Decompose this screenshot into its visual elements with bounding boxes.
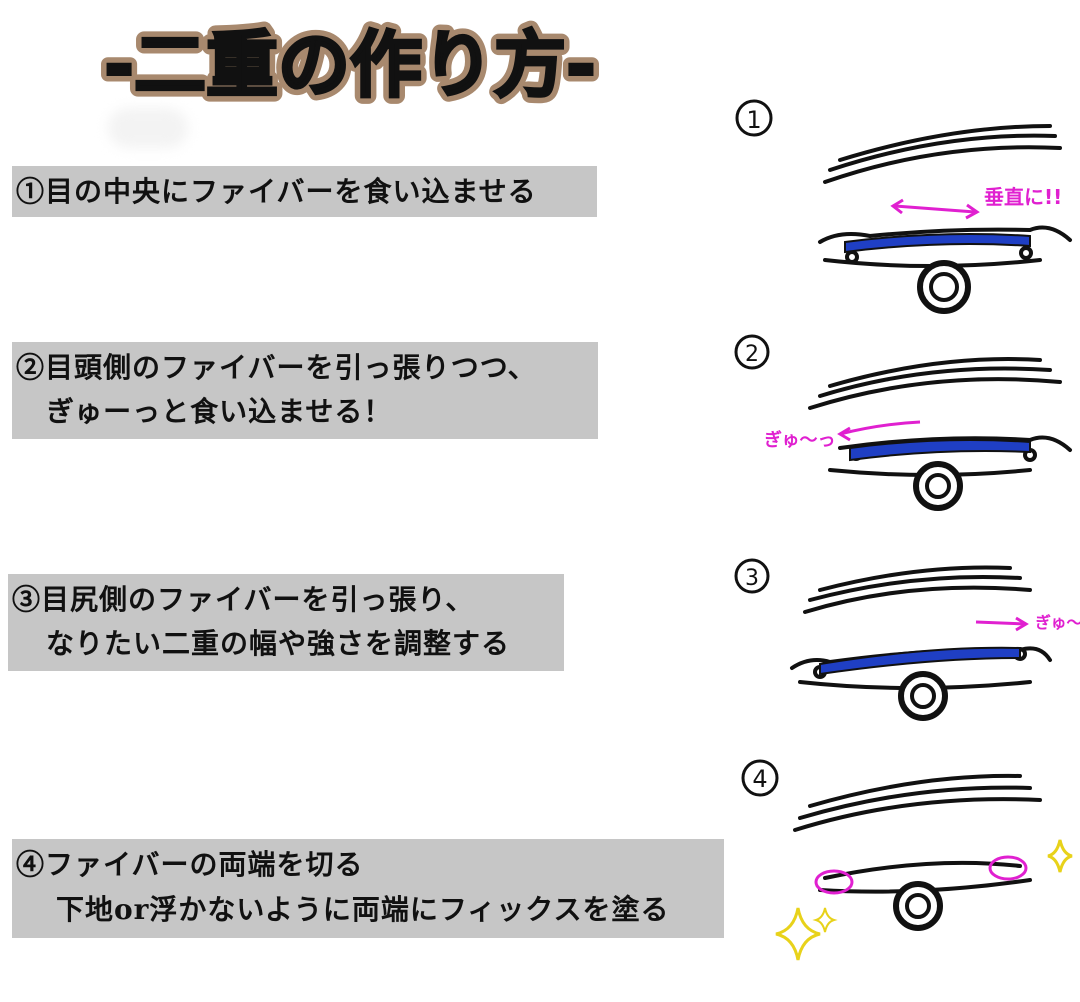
step-4-box bbox=[12, 839, 724, 938]
svg-text:-二重の作り方-: -二重の作り方- bbox=[104, 23, 596, 107]
eye-illustration-3: 3 ぎゅ〜 bbox=[734, 558, 1080, 721]
eye-illustration-4: 4 bbox=[741, 759, 1073, 961]
annotation-3: ぎゅ〜 bbox=[1035, 613, 1080, 632]
page-title-text: -二重の作り方- bbox=[104, 23, 596, 107]
step-number-3: 3 bbox=[745, 566, 759, 591]
step-3-line-1: ③目尻側のファイバーを引っ張り、 bbox=[12, 583, 475, 616]
step-3-line-2: なりたい二重の幅や強さを調整する bbox=[46, 627, 511, 660]
eye-illustration-2: 2 ぎゅ〜っ bbox=[734, 334, 1072, 511]
step-1-line-1: ①目の中央にファイバーを食い込ませる bbox=[16, 175, 537, 208]
step-number-1: 1 bbox=[746, 106, 761, 134]
step-number-4: 4 bbox=[752, 765, 767, 793]
step-4-line-2: 下地or浮かないように両端にフィックスを塗る bbox=[56, 893, 670, 926]
sparkle-icon-1 bbox=[775, 907, 821, 961]
step-3-box bbox=[8, 574, 564, 671]
step-number-2: 2 bbox=[745, 342, 759, 367]
blur-spot bbox=[108, 108, 188, 148]
step-4-line-1: ④ファイバーの両端を切る bbox=[16, 848, 364, 881]
step-2-box bbox=[12, 342, 598, 439]
sparkle-icon-3 bbox=[1047, 839, 1073, 873]
sparkle-icon-2 bbox=[812, 907, 838, 933]
eye-illustration-1: 1 垂直に!! bbox=[735, 99, 1072, 314]
step-1-box bbox=[12, 166, 597, 217]
page-title: -二重の作り方- -二重の作り方- bbox=[70, 14, 630, 110]
step-2-line-2: ぎゅーっと食い込ませる！ bbox=[46, 395, 393, 428]
annotation-1: 垂直に!! bbox=[984, 185, 1062, 209]
annotation-2: ぎゅ〜っ bbox=[764, 429, 835, 451]
step-2-line-1: ②目頭側のファイバーを引っ張りつつ、 bbox=[16, 351, 537, 384]
